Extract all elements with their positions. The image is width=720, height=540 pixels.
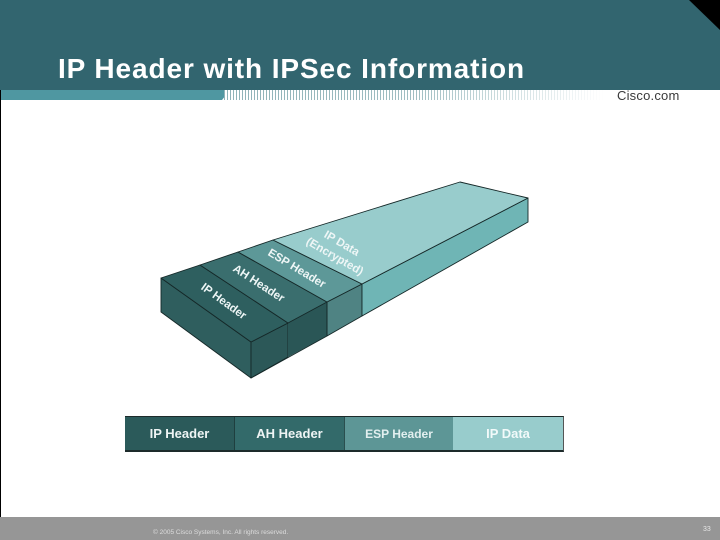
packet-bar: IP Header AH Header ESP Header IP Data <box>125 416 564 452</box>
bar-segment-esp-header: ESP Header <box>345 417 453 450</box>
bar-segment-ip-data: IP Data <box>453 417 563 450</box>
ah-header-front-face <box>288 302 327 357</box>
slide-title: IP Header with IPSec Information <box>58 53 526 84</box>
ip-data-top-face <box>272 181 529 285</box>
copyright-text: © 2005 Cisco Systems, Inc. All rights re… <box>153 529 289 536</box>
bar-segment-ip-header: IP Header <box>125 417 235 450</box>
brand-logo-text: Cisco.com <box>617 88 680 103</box>
hatch-fade <box>224 90 604 100</box>
bar-segment-ah-header: AH Header <box>235 417 345 450</box>
accent-stripe <box>0 90 230 100</box>
header-band <box>0 0 720 90</box>
page-number: 33 <box>703 526 711 533</box>
left-rule <box>0 90 1 517</box>
box-bottom-edge <box>250 335 328 379</box>
footer-band <box>0 517 720 540</box>
